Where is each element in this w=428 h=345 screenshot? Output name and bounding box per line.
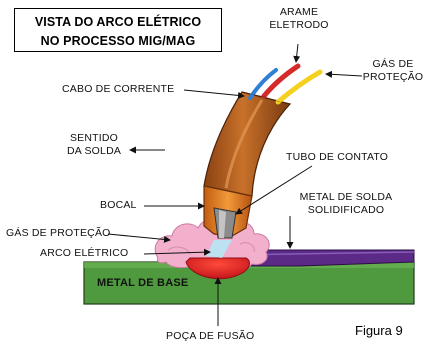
gas-protecao-wire	[275, 69, 323, 105]
label-metal-solda-line2: SOLIDIFICADO	[307, 204, 385, 216]
label-arco-eletrico: ARCO ELÉTRICO	[40, 247, 129, 259]
cabo-de-corrente-body	[203, 91, 292, 197]
label-cabo-de-corrente: CABO DE CORRENTE	[62, 83, 175, 95]
label-arame-line1: ARAME	[279, 6, 319, 18]
label-bocal: BOCAL	[100, 199, 137, 211]
arco-eletrico	[206, 240, 232, 258]
cabo-azul	[248, 68, 278, 100]
label-poca-de-fusao: POÇA DE FUSÃO	[166, 330, 255, 342]
label-metal-de-base: METAL DE BASE	[97, 277, 189, 289]
poca-de-fusao	[185, 257, 250, 280]
metal-de-base	[83, 261, 415, 305]
label-gas-top-line2: PROTEÇÃO	[362, 71, 424, 83]
label-metal-solda-line1: METAL DE SOLDA	[299, 191, 393, 203]
figure-caption: Figura 9	[355, 323, 403, 338]
label-sentido-line2: DA SOLDA	[66, 145, 122, 157]
label-arame-eletrodo: ARAME ELETRODO	[264, 6, 334, 32]
label-gas-de-protecao-left: GÁS DE PROTEÇÃO	[6, 227, 111, 239]
label-gas-protecao-top: GÁS DE PROTEÇÃO	[362, 58, 424, 84]
label-tubo-de-contato: TUBO DE CONTATO	[286, 151, 389, 163]
label-metal-de-solda: METAL DE SOLDA SOLIDIFICADO	[294, 191, 398, 217]
arame-eletrodo-wire	[261, 63, 301, 99]
label-arame-line2: ELETRODO	[269, 19, 329, 31]
title-box: VISTA DO ARCO ELÉTRICO NO PROCESSO MIG/M…	[14, 8, 222, 52]
label-gas-top-line1: GÁS DE	[372, 58, 414, 70]
title-line-2: NO PROCESSO MIG/MAG	[40, 34, 196, 48]
title-line-1: VISTA DO ARCO ELÉTRICO	[34, 15, 202, 29]
label-sentido-da-solda: SENTIDO DA SOLDA	[54, 132, 134, 158]
label-sentido-line1: SENTIDO	[69, 132, 119, 144]
